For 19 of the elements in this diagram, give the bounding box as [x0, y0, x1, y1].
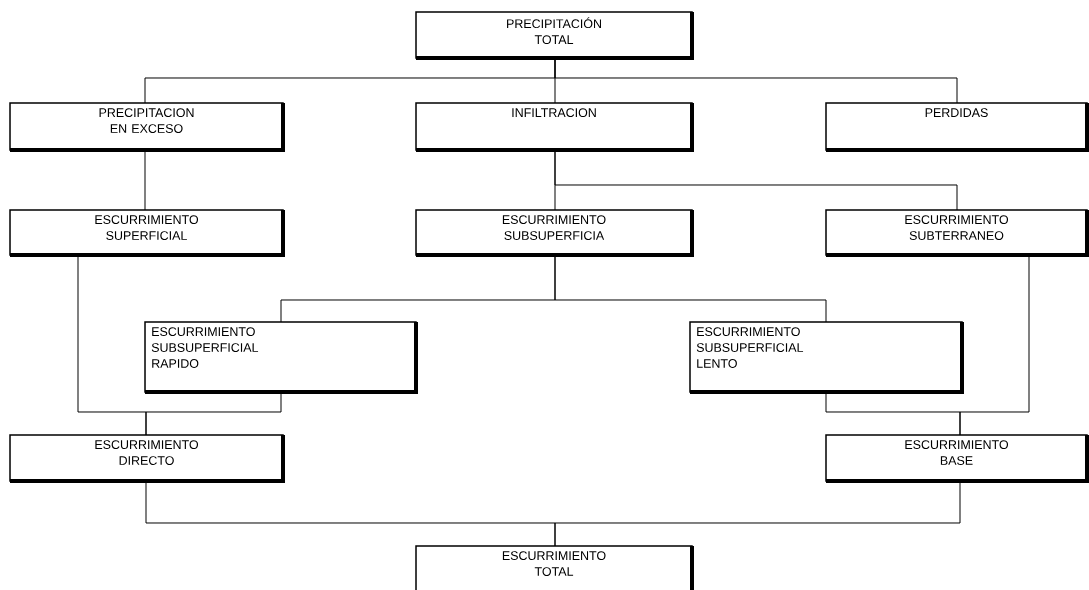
process-box: ESCURRIMIENTO SUBSUPERFICIA [415, 209, 694, 257]
process-box: PRECIPITACIÓN TOTAL [415, 11, 694, 60]
connector-line [959, 256, 1030, 436]
process-box: ESCURRIMIENTO SUPERFICIAL [9, 209, 285, 257]
process-box: INFILTRACION [415, 102, 694, 152]
connector-line [554, 256, 827, 323]
connector-line [145, 393, 282, 436]
process-box: ESCURRIMIENTO DIRECTO [9, 434, 285, 483]
connector-line [554, 482, 961, 547]
connector-line [554, 59, 958, 104]
process-box: ESCURRIMIENTO SUBTERRANEO [825, 209, 1089, 257]
process-box: ESCURRIMIENTO TOTAL [415, 545, 694, 590]
process-box: ESCURRIMIENTO BASE [825, 434, 1089, 483]
process-box: PRECIPITACION EN EXCESO [9, 102, 285, 152]
process-box: ESCURRIMIENTO SUBSUPERFICIAL LENTO [689, 321, 964, 394]
process-box: ESCURRIMIENTO SUBSUPERFICIAL RAPIDO [144, 321, 418, 394]
connector-line [144, 151, 146, 211]
process-box: PERDIDAS [825, 102, 1089, 152]
connector-line [554, 151, 958, 211]
